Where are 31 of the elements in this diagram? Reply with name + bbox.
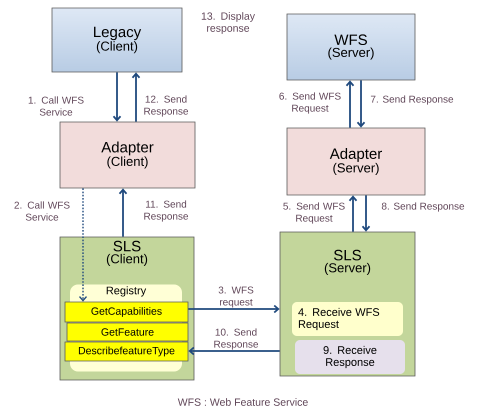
arrow xyxy=(362,195,370,232)
arrow xyxy=(346,80,354,128)
edge-label: 1. Call WFS Service xyxy=(28,96,84,116)
operation-box: DescribefeatureType xyxy=(64,342,188,362)
edge-label: 7. Send Response xyxy=(370,95,454,105)
arrow xyxy=(188,304,280,314)
step-box: 9. Receive Response xyxy=(295,340,405,374)
step-box: 4. Receive WFS Request xyxy=(292,302,403,336)
edge-label: 3. WFS request xyxy=(218,286,254,308)
client-box: Legacy (Client) xyxy=(52,8,182,72)
edge-label: 8. Send Response xyxy=(382,202,464,212)
edge-label: 6. Send WFS Request xyxy=(279,92,341,114)
arrow xyxy=(132,72,140,122)
operation-box: GetFeature xyxy=(66,322,188,342)
arrow xyxy=(348,195,358,232)
edge-label: 2. Call WFS Service xyxy=(14,201,70,221)
edge-label: 10. Send Response xyxy=(214,328,258,350)
arrow xyxy=(118,188,128,237)
operation-box: GetCapabilities xyxy=(64,302,188,322)
arrow xyxy=(112,72,122,122)
note-label: 13. Display response xyxy=(202,12,255,34)
arrow xyxy=(78,188,88,302)
arrow xyxy=(356,80,366,128)
adapter-box: Adapter (Server) xyxy=(286,128,426,196)
arrow xyxy=(188,346,280,356)
caption: WFS : Web Feature Service xyxy=(178,398,308,406)
edge-label: 11. Send Response xyxy=(144,200,188,222)
adapter-box: Adapter (Client) xyxy=(60,122,196,188)
server-box: WFS (Server) xyxy=(286,14,416,80)
edge-label: 12. Send Response xyxy=(144,95,188,117)
edge-label: 5. Send WFS Request xyxy=(283,202,345,224)
